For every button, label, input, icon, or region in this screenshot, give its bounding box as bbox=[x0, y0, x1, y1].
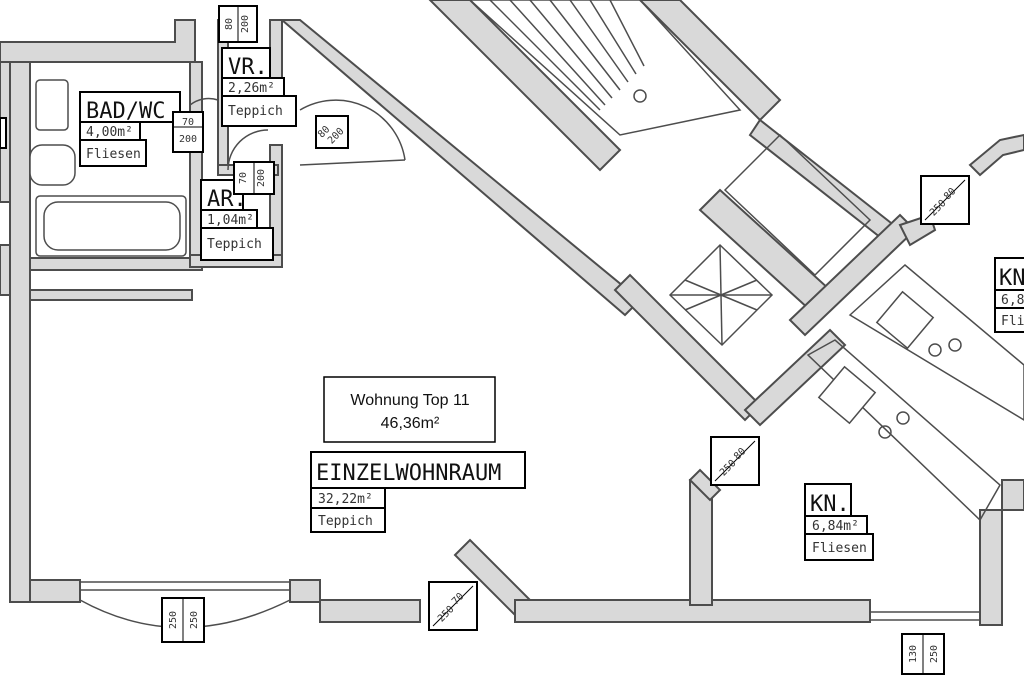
room-label-kn-partial: KN 6,8 Fli bbox=[994, 257, 1024, 333]
staircase bbox=[468, 0, 872, 347]
sink-icon-2 bbox=[817, 365, 877, 425]
room-label-ar: AR. 1,04m² Teppich bbox=[200, 179, 274, 261]
svg-text:Fliesen: Fliesen bbox=[86, 147, 141, 162]
door-tag-right: 80 250 bbox=[920, 175, 970, 225]
svg-text:4,00m²: 4,00m² bbox=[86, 125, 133, 140]
apartment-area: 46,36m² bbox=[381, 415, 440, 432]
wall-marker bbox=[0, 117, 7, 149]
bathroom-fixtures bbox=[29, 79, 187, 257]
svg-text:70: 70 bbox=[182, 117, 194, 128]
svg-text:250: 250 bbox=[929, 645, 940, 663]
svg-text:Teppich: Teppich bbox=[318, 514, 373, 529]
kitchen-fixtures bbox=[806, 264, 1024, 522]
svg-text:BAD/WC: BAD/WC bbox=[86, 99, 165, 124]
svg-text:70: 70 bbox=[238, 172, 249, 184]
washbasin-icon bbox=[35, 79, 69, 131]
svg-text:250: 250 bbox=[168, 611, 179, 629]
door-tag-ar: 70 200 bbox=[233, 161, 275, 195]
room-label-wohnraum: EINZELWOHNRAUM 32,22m² Teppich bbox=[310, 451, 526, 533]
apartment-title: Wohnung Top 11 bbox=[350, 392, 469, 409]
svg-text:250: 250 bbox=[189, 611, 200, 629]
door-tag-top: 80 200 bbox=[218, 5, 258, 43]
svg-text:Teppich: Teppich bbox=[228, 104, 283, 119]
toilet-icon bbox=[29, 144, 76, 186]
window-tag-kn: 130 250 bbox=[901, 633, 945, 675]
bay-window bbox=[79, 581, 980, 629]
door-tag-bad: 70 200 bbox=[172, 111, 204, 153]
svg-text:32,22m²: 32,22m² bbox=[318, 492, 373, 507]
svg-text:200: 200 bbox=[179, 134, 197, 145]
svg-text:2,26m²: 2,26m² bbox=[228, 81, 275, 96]
door-tag-balcony: 70 250 bbox=[428, 581, 478, 631]
svg-text:1,04m²: 1,04m² bbox=[207, 213, 254, 228]
svg-text:KN: KN bbox=[999, 266, 1024, 291]
door-tag-kn: 80 250 bbox=[710, 436, 760, 486]
room-label-vr: VR. 2,26m² Teppich bbox=[221, 47, 297, 127]
svg-text:6,84m²: 6,84m² bbox=[812, 519, 859, 534]
room-label-bad: BAD/WC 4,00m² Fliesen bbox=[79, 91, 181, 167]
svg-text:VR.: VR. bbox=[228, 55, 268, 80]
svg-text:EINZELWOHNRAUM: EINZELWOHNRAUM bbox=[316, 461, 501, 486]
window-tag-main: 250 250 bbox=[161, 597, 205, 643]
svg-text:KN.: KN. bbox=[810, 492, 850, 517]
door-tag-entry: 80 200 bbox=[315, 115, 349, 149]
svg-text:Teppich: Teppich bbox=[207, 237, 262, 252]
svg-text:200: 200 bbox=[256, 169, 267, 187]
svg-text:6,8: 6,8 bbox=[1001, 293, 1024, 308]
door-swings bbox=[189, 97, 406, 171]
sink-icon bbox=[875, 290, 935, 350]
svg-text:80: 80 bbox=[224, 18, 235, 30]
svg-text:200: 200 bbox=[240, 15, 251, 33]
svg-text:130: 130 bbox=[908, 645, 919, 663]
apartment-label: Wohnung Top 11 46,36m² bbox=[323, 376, 496, 443]
svg-text:Fliesen: Fliesen bbox=[812, 541, 867, 556]
room-label-kn: KN. 6,84m² Fliesen bbox=[804, 483, 874, 561]
svg-text:Fli: Fli bbox=[1001, 314, 1024, 329]
